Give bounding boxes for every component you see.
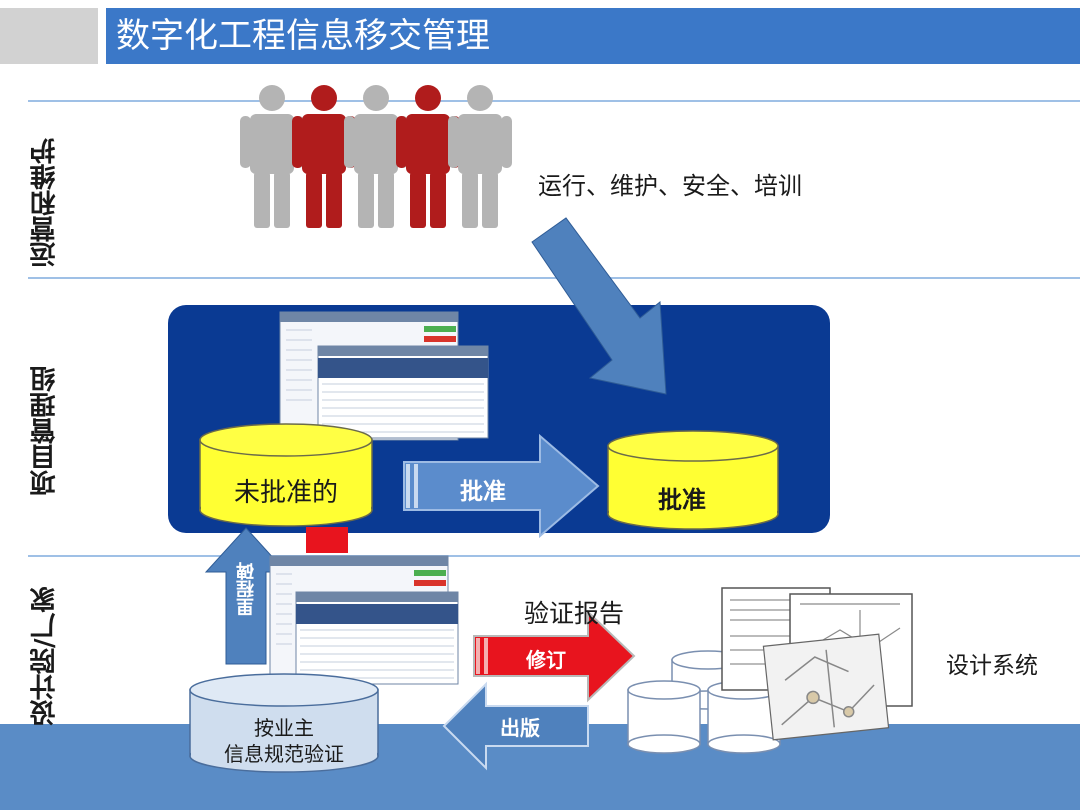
title-bar (106, 8, 1080, 64)
approve-arrow-icon (403, 433, 600, 539)
design-system-label: 设计系统 (946, 653, 1038, 679)
validation-database-icon (189, 673, 379, 773)
handover-arrow-icon (531, 217, 667, 395)
validation-db-label-line2: 信息规范验证 (224, 742, 344, 766)
connector-block (306, 527, 348, 553)
verification-report-label: 验证报告 (524, 599, 625, 628)
row-divider-middle (28, 277, 1080, 279)
engineering-drawing-icon (721, 587, 913, 741)
unapproved-database-icon (199, 423, 373, 527)
approved-db-label: 批准 (658, 486, 706, 514)
activities-label: 运行、维护、安全、培训 (538, 172, 802, 200)
row-divider-top (28, 100, 1080, 102)
page-title: 数字化工程信息移交管理 (116, 16, 490, 56)
title-accent-block (0, 8, 98, 64)
design-report-screenshot-icon (269, 555, 459, 685)
milestone-arrow-icon (204, 527, 288, 665)
report-screenshot-icon (279, 311, 489, 441)
revise-arrow-label: 修订 (526, 648, 566, 672)
milestone-arrow-label: 里程碑 (236, 562, 257, 616)
revise-arrow-icon (473, 609, 636, 703)
publish-arrow-icon (442, 681, 589, 771)
people-group-icon (240, 85, 512, 228)
publish-arrow-label: 出版 (500, 716, 540, 740)
approved-database-icon (607, 430, 779, 530)
unapproved-db-label: 未批准的 (233, 478, 338, 508)
row-divider-bottom (28, 555, 1080, 557)
person-icon (448, 85, 512, 228)
validation-db-label-line1: 按业主 (254, 716, 314, 740)
approve-arrow-label: 批准 (460, 479, 506, 505)
